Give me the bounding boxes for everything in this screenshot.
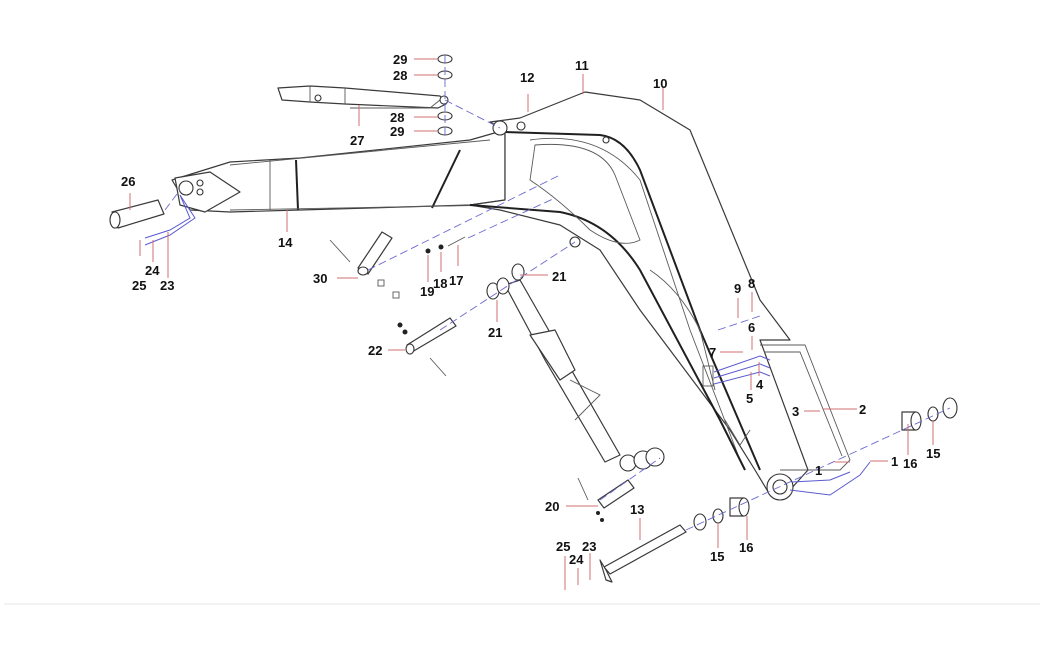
callout-17: 17 [449,273,463,288]
callout-25-bottom: 25 [556,539,570,554]
callout-6: 6 [748,320,755,335]
washers-21[interactable] [486,263,525,300]
axis-lines [144,55,951,531]
pin-13[interactable] [599,513,707,583]
hose-bracket[interactable] [702,344,851,471]
callout-9: 9 [734,281,741,296]
callout-2: 2 [859,402,866,417]
arm[interactable] [171,129,506,213]
callout-10: 10 [653,76,667,91]
callout-15-bottom: 15 [710,549,724,564]
callout-8: 8 [748,276,755,291]
callout-22: 22 [368,343,382,358]
boom[interactable] [469,91,809,501]
pin-20[interactable] [577,477,635,522]
callout-15-right: 15 [926,446,940,461]
callout-21-right: 21 [552,269,566,284]
leader-lines [129,58,934,590]
callout-29-bottom: 29 [390,124,404,139]
callout-labels: 29 28 28 29 27 26 14 24 25 23 30 19 18 1… [121,52,940,567]
callout-19: 19 [420,284,434,299]
callout-25-left: 25 [132,278,146,293]
callout-12: 12 [520,70,534,85]
callout-29-top: 29 [393,52,407,67]
callout-30: 30 [313,271,327,286]
boom-cylinder[interactable] [504,279,665,472]
pin-30[interactable] [329,231,400,299]
callout-5: 5 [746,391,753,406]
callout-27: 27 [350,133,364,148]
callout-13: 13 [630,502,644,517]
callout-7: 7 [709,345,716,360]
fasteners-17-19[interactable] [425,236,466,254]
callout-24-bottom: 24 [569,552,584,567]
callout-16-bottom: 16 [739,540,753,555]
callout-21-left: 21 [488,325,502,340]
callout-14: 14 [278,235,293,250]
callout-23-left: 23 [160,278,174,293]
callout-16-right: 16 [903,456,917,471]
callout-20: 20 [545,499,559,514]
callout-4: 4 [756,377,764,392]
callout-28-bottom: 28 [390,110,404,125]
callout-26: 26 [121,174,135,189]
callout-11: 11 [575,58,589,73]
callout-1-left: 1 [815,463,822,478]
pin-22[interactable] [397,317,457,377]
callout-1-right: 1 [891,454,898,469]
arm-cylinder[interactable] [277,85,449,109]
callout-18: 18 [433,276,447,291]
callout-24-left: 24 [145,263,160,278]
callout-23-bottom: 23 [582,539,596,554]
callout-28-top: 28 [393,68,407,83]
callout-3: 3 [792,404,799,419]
pin-26[interactable] [109,199,165,229]
